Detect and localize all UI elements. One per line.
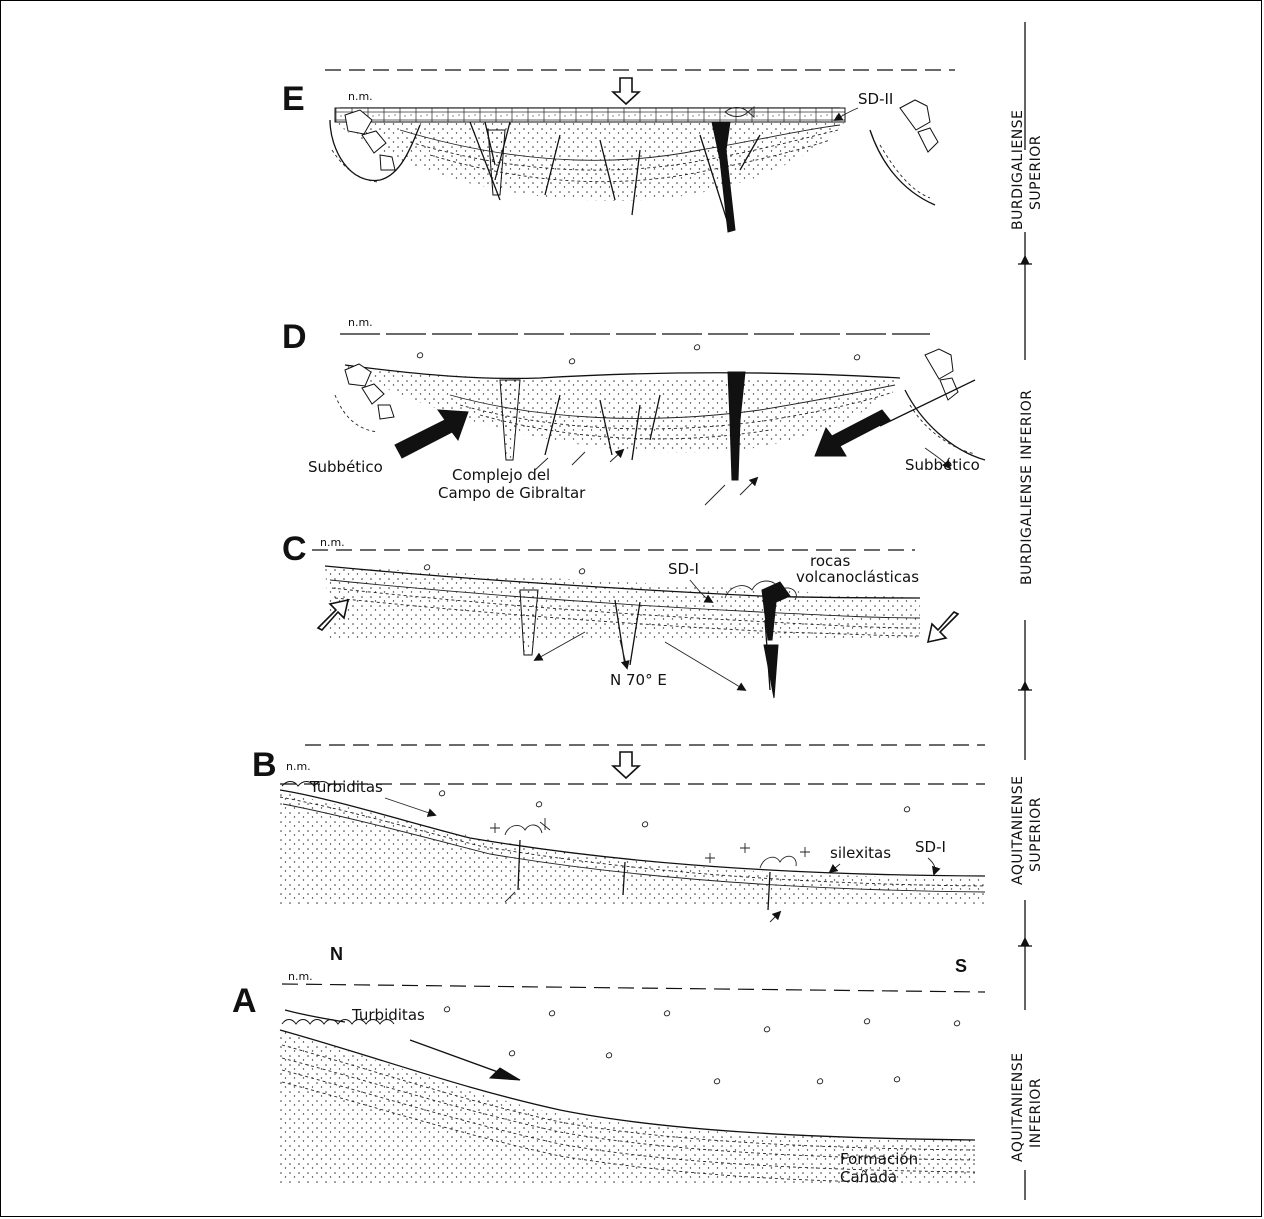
stage-letter-d: D: [282, 318, 307, 356]
formation-label-2: Cañada: [840, 1168, 897, 1186]
compression-arrow-right: [928, 612, 958, 642]
epoch-label-burdigaliense-superior-1: BURDIGALIENSE: [1010, 110, 1026, 230]
volcanic-label-2: volcanoclásticas: [796, 568, 919, 586]
subsidence-arrow-b: [613, 752, 639, 778]
epoch-label-aquitaniense-superior-1: AQUITANIENSE: [1010, 776, 1026, 885]
stage-letter-b: B: [252, 746, 277, 784]
epoch-label-aquitaniense-inferior-1: AQUITANIENSE: [1010, 1053, 1026, 1162]
stage-a: A N S n.m. Turbiditas Formación Cañada: [232, 944, 985, 1186]
stage-letter-c: C: [282, 530, 307, 568]
unconformity-label-b: SD-I: [915, 838, 946, 856]
fault-trend-label: N 70° E: [610, 671, 667, 689]
epoch-label-aquitaniense-superior-2: SUPERIOR: [1028, 797, 1044, 872]
sea-level-label-c: n.m.: [320, 536, 345, 549]
stage-letter-a: A: [232, 982, 257, 1020]
stage-d: D n.m. Subbético Subbético Complejo del …: [282, 316, 985, 505]
epoch-label-burdigaliense-inferior: BURDIGALIENSE INFERIOR: [1019, 390, 1035, 585]
subbetic-label-right: Subbético: [905, 456, 980, 474]
complex-label-2: Campo de Gibraltar: [438, 484, 586, 502]
subsidence-arrow-e: [613, 78, 639, 104]
epoch-label-aquitaniense-inferior-2: INFERIOR: [1028, 1078, 1044, 1148]
turbidites-label-b: Turbiditas: [309, 778, 383, 796]
sea-level-label-e: n.m.: [348, 90, 373, 103]
sea-level-label-d: n.m.: [348, 316, 373, 329]
scattered-fragments: [417, 345, 959, 1084]
south-label: S: [955, 956, 967, 976]
formation-label-1: Formación: [840, 1150, 918, 1168]
stage-e: E n.m. SD-II: [282, 70, 955, 232]
complex-label-1: Complejo del: [452, 466, 550, 484]
stage-letter-e: E: [282, 80, 305, 118]
stage-b: B n.m. Turbiditas silexitas SD-I: [252, 745, 985, 922]
unconformity-label-e: SD-II: [858, 90, 893, 108]
sea-level-label-a: n.m.: [288, 970, 313, 983]
extension-arrow-left: [395, 410, 468, 458]
subbetic-label-left: Subbético: [308, 458, 383, 476]
stage-c: C n.m. SD-I rocas volcanoclásticas N 70°…: [282, 530, 958, 698]
epoch-column: BURDIGALIENSE SUPERIOR BURDIGALIENSE INF…: [1010, 22, 1044, 1200]
north-label: N: [330, 944, 343, 964]
silexites-label: silexitas: [830, 844, 891, 862]
unconformity-label-c: SD-I: [668, 560, 699, 578]
turbidites-label-a: Turbiditas: [351, 1006, 425, 1024]
epoch-label-burdigaliense-superior-2: SUPERIOR: [1028, 135, 1044, 210]
sea-level-label-b: n.m.: [286, 760, 311, 773]
